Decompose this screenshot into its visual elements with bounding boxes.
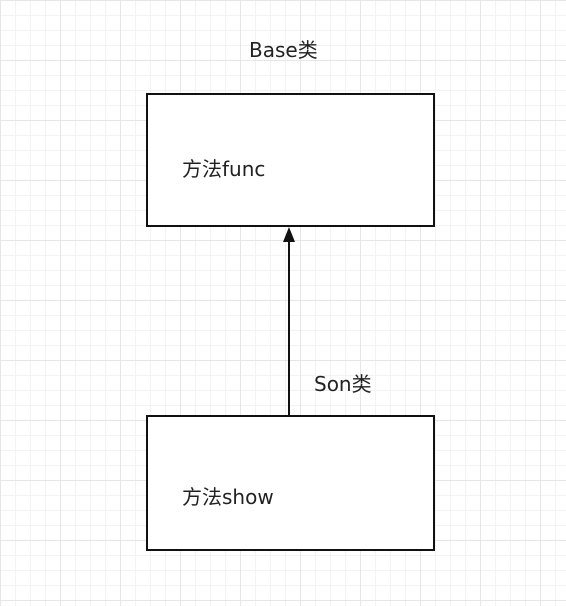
inheritance-arrowhead (283, 227, 295, 242)
base-class-method: 方法func (182, 157, 266, 181)
base-class-box: 方法func (146, 93, 435, 227)
base-class-title: Base类 (249, 38, 318, 62)
son-class-title: Son类 (314, 372, 372, 396)
son-class-box: 方法show (146, 415, 435, 551)
son-class-method: 方法show (182, 485, 274, 509)
